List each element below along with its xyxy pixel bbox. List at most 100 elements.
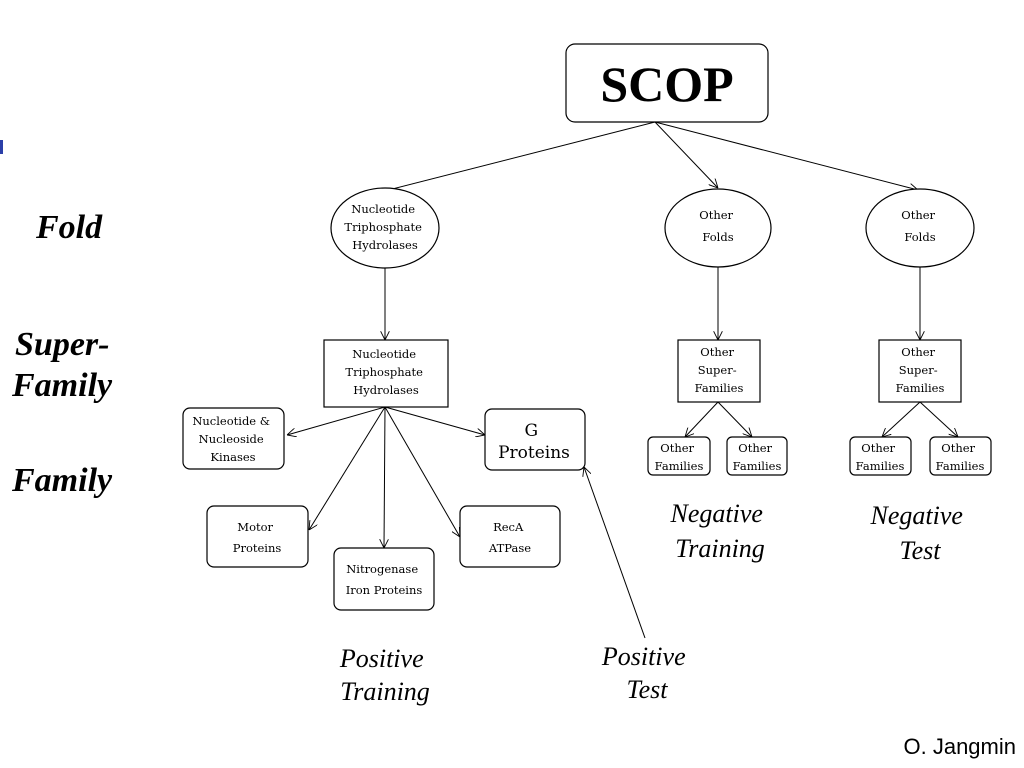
svg-text:Nucleotide Triphosphate: Nucleotide Triphosphate Hydrolases	[345, 347, 426, 397]
level-label-superfamily: Super- Family	[11, 326, 118, 404]
svg-text:Other Families: Other Families	[655, 441, 704, 473]
kinases-line-2: Nucleoside	[199, 432, 264, 446]
node-motor-proteins: Motor Proteins	[206, 505, 309, 568]
negative-test-line-1: Negative	[870, 501, 963, 530]
node-other-families-2a: Other Families	[849, 436, 912, 476]
other-families-1b-line-1: Other	[738, 441, 772, 455]
author-credit: O. Jangmin	[903, 734, 1017, 759]
edge-superfamily-to-nitrogenase	[384, 406, 385, 548]
node-other-superfamilies-1: Other Super- Families	[677, 339, 761, 403]
edge-scop-to-other-folds-1	[654, 121, 718, 188]
other-superfamilies-2-line-1: Other	[901, 345, 935, 359]
node-other-folds-2: Other Folds	[865, 188, 975, 268]
node-scop: SCOP	[565, 43, 769, 123]
svg-text:Other Super- Famil: Other Super- Families	[896, 345, 945, 395]
ntp-superfamily-line-2: Triphosphate	[345, 365, 423, 379]
node-other-superfamilies-2: Other Super- Families	[878, 339, 962, 403]
other-folds-2-line-2: Folds	[904, 230, 935, 244]
level-label-superfamily-line-1: Super-	[15, 326, 109, 363]
positive-training-line-1: Positive	[339, 644, 424, 673]
edge-scop-to-ntp-fold	[361, 121, 656, 197]
edge-superfamily-to-reca	[384, 406, 460, 537]
node-nucleotide-kinases: Nucleotide & Nucleoside Kinases	[182, 407, 285, 470]
other-families-1b-line-2: Families	[733, 459, 782, 473]
ntp-fold-line-3: Hydrolases	[352, 238, 418, 252]
g-proteins-line-1: G	[525, 421, 539, 441]
group-positive-test: Positive Test	[601, 642, 692, 704]
node-nitrogenase: Nitrogenase Iron Proteins	[333, 547, 435, 611]
svg-text:Motor Proteins: Motor Proteins	[233, 520, 282, 555]
other-families-2b-line-1: Other	[941, 441, 975, 455]
svg-text:Nitrogenase Iron Protein: Nitrogenase Iron Proteins	[346, 562, 423, 597]
nitrogenase-line-1: Nitrogenase	[346, 562, 418, 576]
motor-proteins-line-2: Proteins	[233, 541, 282, 555]
kinases-line-1: Nucleotide &	[192, 414, 270, 428]
edge-positive-test-to-g-proteins	[584, 467, 646, 639]
group-positive-training: Positive Training	[339, 644, 430, 706]
ntp-superfamily-line-1: Nucleotide	[352, 347, 416, 361]
ntp-fold-line-1: Nucleotide	[351, 202, 415, 216]
node-reca-atpase: RecA ATPase	[459, 505, 561, 568]
positive-training-line-2: Training	[340, 677, 430, 706]
node-g-proteins: G Proteins	[484, 408, 586, 471]
edge-scop-to-other-folds-2	[654, 121, 918, 190]
other-superfamilies-1-line-3: Families	[695, 381, 744, 395]
svg-text:Nucleotide Triphosphate: Nucleotide Triphosphate Hydrolases	[344, 202, 425, 252]
other-families-1a-line-1: Other	[660, 441, 694, 455]
other-families-1a-line-2: Families	[655, 459, 704, 473]
other-families-2b-line-2: Families	[936, 459, 985, 473]
kinases-line-3: Kinases	[210, 450, 255, 464]
level-label-fold: Fold	[35, 209, 103, 246]
svg-text:Nucleotide & Nucleoside: Nucleotide & Nucleoside Kinases	[192, 414, 273, 464]
node-other-families-1b: Other Families	[726, 436, 788, 476]
svg-text:G Proteins: G Proteins	[498, 421, 570, 463]
edge-superfamilies-2-to-families-a	[882, 401, 921, 437]
svg-text:Other Folds: Other Folds	[901, 208, 938, 244]
positive-test-line-1: Positive	[601, 642, 686, 671]
level-label-superfamily-line-2: Family	[11, 367, 113, 404]
ntp-fold-line-2: Triphosphate	[344, 220, 422, 234]
nitrogenase-line-2: Iron Proteins	[346, 583, 423, 597]
negative-training-line-2: Training	[675, 534, 765, 563]
node-other-families-2b: Other Families	[929, 436, 992, 476]
reca-line-2: ATPase	[488, 541, 531, 555]
other-families-2a-line-2: Families	[856, 459, 905, 473]
level-label-family: Family	[11, 462, 113, 499]
svg-text:Other Families: Other Families	[733, 441, 782, 473]
scop-title: SCOP	[600, 56, 733, 112]
svg-text:Other Families: Other Families	[856, 441, 905, 473]
edge-superfamily-to-kinases	[287, 406, 386, 435]
ntp-superfamily-line-3: Hydrolases	[353, 383, 419, 397]
slide-edge-mark	[0, 140, 3, 154]
svg-text:Other Super- Famil: Other Super- Families	[695, 345, 744, 395]
group-negative-training: Negative Training	[670, 499, 770, 563]
negative-training-line-1: Negative	[670, 499, 763, 528]
positive-test-line-2: Test	[627, 675, 669, 704]
node-other-families-1a: Other Families	[647, 436, 711, 476]
other-folds-1-line-2: Folds	[702, 230, 733, 244]
group-negative-test: Negative Test	[870, 501, 970, 565]
svg-text:Other Families: Other Families	[936, 441, 985, 473]
other-superfamilies-1-line-1: Other	[700, 345, 734, 359]
edge-superfamily-to-motor	[309, 406, 386, 530]
other-families-2a-line-1: Other	[861, 441, 895, 455]
node-ntp-superfamily: Nucleotide Triphosphate Hydrolases	[323, 339, 449, 408]
edge-superfamilies-1-to-families-a	[685, 401, 719, 437]
other-folds-1-line-1: Other	[699, 208, 733, 222]
other-folds-2-line-1: Other	[901, 208, 935, 222]
diagram-edges	[287, 121, 958, 639]
svg-text:Other Folds: Other Folds	[699, 208, 736, 244]
motor-proteins-line-1: Motor	[237, 520, 273, 534]
node-other-folds-1: Other Folds	[664, 188, 772, 268]
other-superfamilies-2-line-3: Families	[896, 381, 945, 395]
node-ntp-fold: Nucleotide Triphosphate Hydrolases	[330, 187, 440, 269]
edge-superfamily-to-g-proteins	[384, 406, 485, 435]
edge-superfamilies-1-to-families-b	[717, 401, 752, 437]
other-superfamilies-2-line-2: Super-	[899, 363, 938, 377]
edge-superfamilies-2-to-families-b	[919, 401, 958, 437]
negative-test-line-2: Test	[900, 536, 942, 565]
reca-line-1: RecA	[493, 520, 524, 534]
svg-text:RecA ATPase: RecA ATPase	[488, 520, 531, 555]
g-proteins-line-2: Proteins	[498, 443, 570, 463]
